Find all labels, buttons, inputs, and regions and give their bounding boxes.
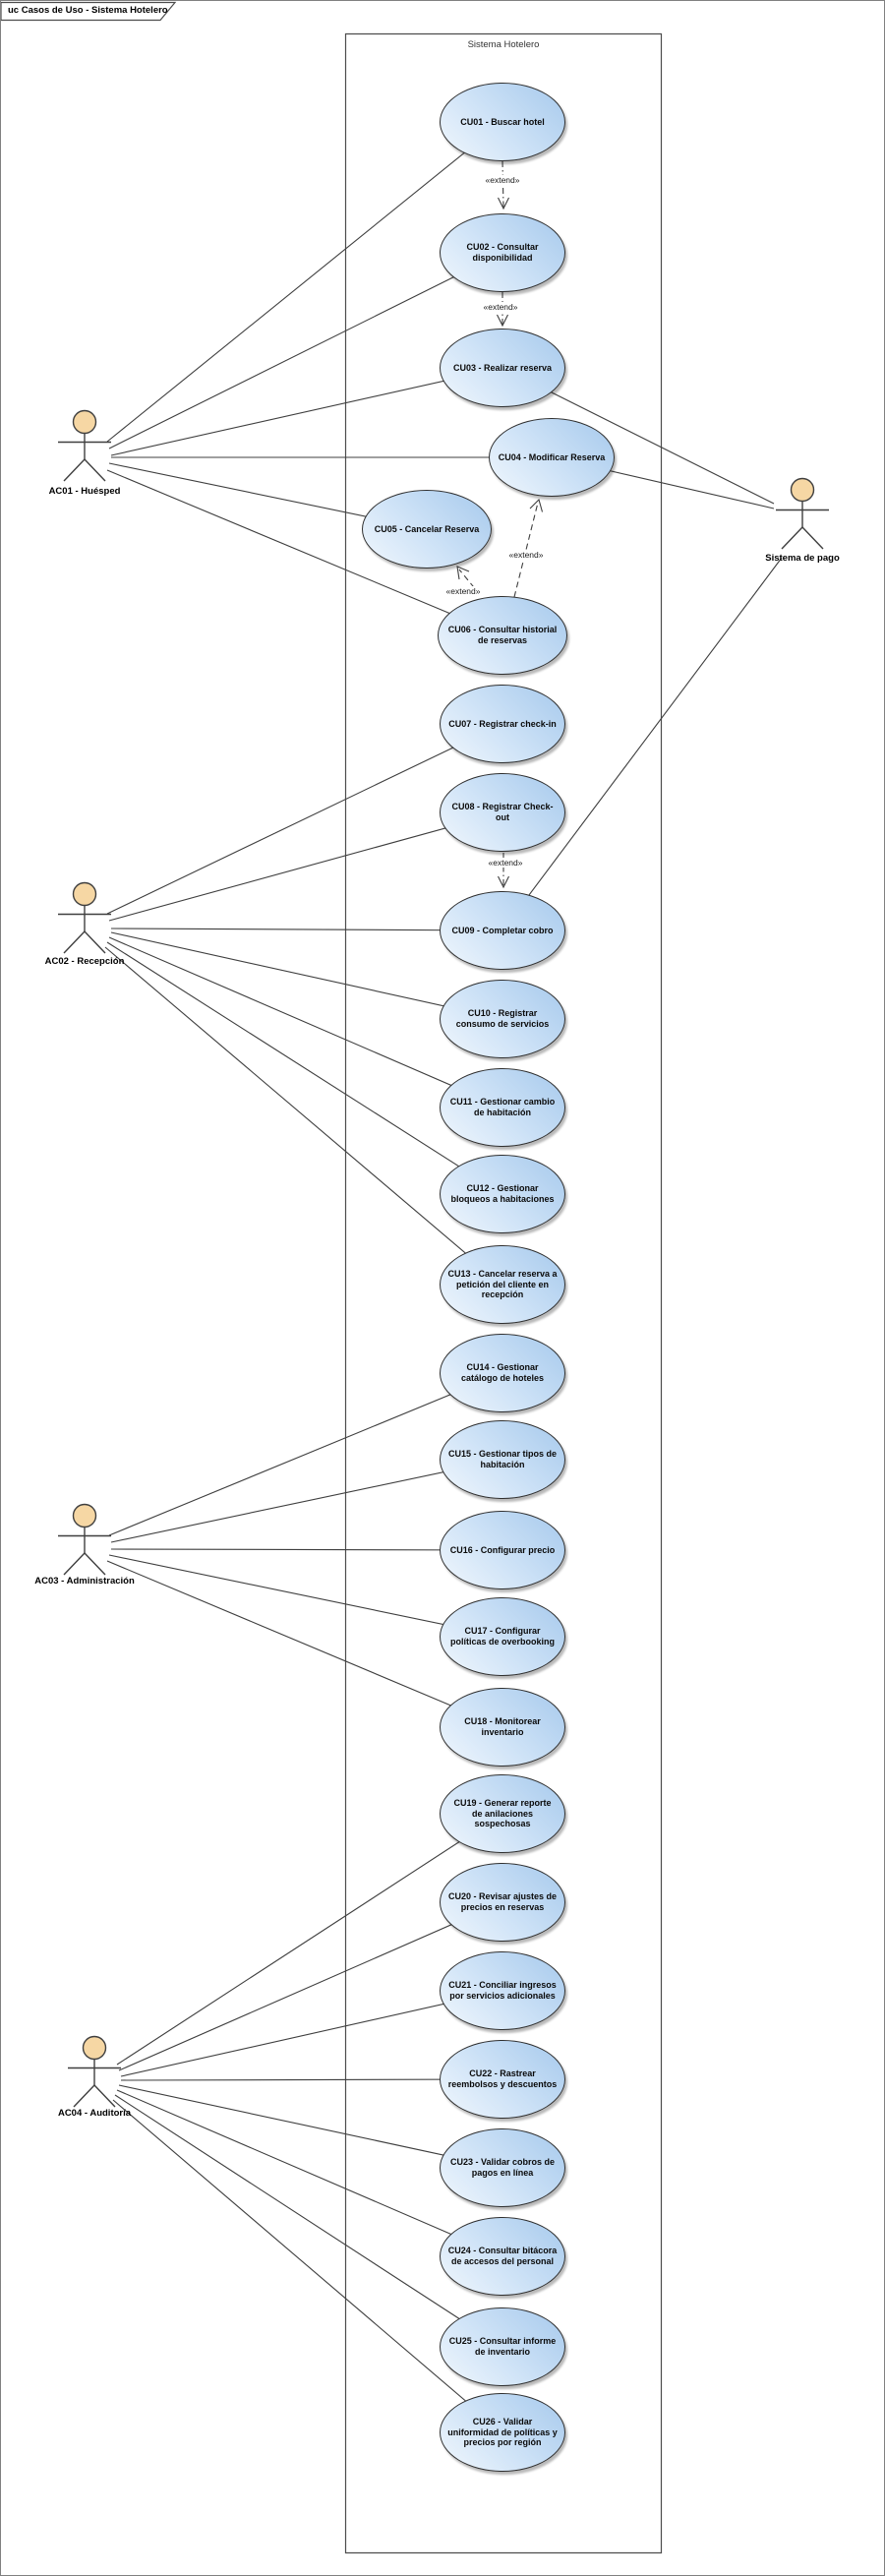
actor-figure-ac02-recepcion[interactable]	[57, 881, 112, 954]
usecase-label: CU19 - Generar reporte de anilaciones so…	[453, 1798, 552, 1829]
ac04-association-lines	[113, 1814, 502, 2432]
usecase-cu23-validar-cobros[interactable]: CU23 - Validar cobros de pagos en línea	[440, 2128, 565, 2207]
usecase-label: CU26 - Validar uniformidad de políticas …	[447, 2417, 558, 2448]
usecase-cu09-completar-cobro[interactable]: CU09 - Completar cobro	[440, 891, 565, 970]
usecase-label: CU02 - Consultar disponibilidad	[466, 242, 539, 263]
usecase-cu12-bloqueos-habitaciones[interactable]: CU12 - Gestionar bloqueos a habitaciones	[440, 1155, 565, 1233]
usecase-label: CU03 - Realizar reserva	[452, 362, 553, 373]
usecase-cu25-informe-inventario[interactable]: CU25 - Consultar informe de inventario	[440, 2307, 565, 2386]
usecase-cu05-cancelar-reserva[interactable]: CU05 - Cancelar Reserva	[362, 490, 492, 569]
usecase-label: CU11 - Gestionar cambio de habitación	[449, 1097, 556, 1117]
usecase-cu17-politicas-overbooking[interactable]: CU17 - Configurar políticas de overbooki…	[440, 1597, 565, 1676]
usecase-cu01-buscar-hotel[interactable]: CU01 - Buscar hotel	[440, 83, 565, 161]
usecase-cu03-realizar-reserva[interactable]: CU03 - Realizar reserva	[440, 329, 565, 407]
extend-label-cu01-cu02: «extend»	[483, 175, 522, 185]
usecase-cu13-cancelar-reserva-recepcion[interactable]: CU13 - Cancelar reserva a petición del c…	[440, 1245, 565, 1324]
usecase-label: CU05 - Cancelar Reserva	[374, 523, 480, 534]
usecase-cu04-modificar-reserva[interactable]: CU04 - Modificar Reserva	[489, 418, 615, 497]
ac03-association-lines	[107, 1373, 502, 1727]
ac01-association-lines	[107, 122, 552, 635]
usecase-label: CU06 - Consultar historial de reservas	[447, 625, 558, 645]
usecase-cu26-uniformidad-politicas[interactable]: CU26 - Validar uniformidad de políticas …	[440, 2393, 565, 2472]
usecase-label: CU15 - Gestionar tipos de habitación	[447, 1449, 558, 1469]
usecase-label: CU24 - Consultar bitácora de accesos del…	[447, 2246, 558, 2266]
usecase-cu24-bitacora-accesos[interactable]: CU24 - Consultar bitácora de accesos del…	[440, 2217, 565, 2296]
frame-title-tab	[1, 3, 175, 21]
usecase-label: CU20 - Revisar ajustes de precios en res…	[447, 1891, 558, 1912]
actor-label-ac01: AC01 - Huésped	[48, 486, 121, 497]
usecase-cu10-registrar-consumo[interactable]: CU10 - Registrar consumo de servicios	[440, 980, 565, 1058]
usecase-cu21-conciliar-ingresos[interactable]: CU21 - Conciliar ingresos por servicios …	[440, 1951, 565, 2030]
usecase-label: CU14 - Gestionar catálogo de hoteles	[460, 1362, 545, 1383]
usecase-label: CU10 - Registrar consumo de servicios	[455, 1008, 550, 1029]
usecase-label: CU01 - Buscar hotel	[460, 116, 545, 127]
usecase-label: CU21 - Conciliar ingresos por servicios …	[448, 1980, 557, 2001]
extend-label-cu08-cu09: «extend»	[486, 858, 525, 868]
usecase-cu02-consultar-disponibilidad[interactable]: CU02 - Consultar disponibilidad	[440, 213, 565, 292]
actor-label-ac04: AC04 - Auditoría	[57, 2108, 132, 2119]
ac02-association-lines	[105, 724, 502, 1285]
actor-label-sistema-de-pago: Sistema de pago	[765, 553, 840, 564]
actor-figure-ac04-auditoria[interactable]	[67, 2035, 122, 2108]
usecase-cu20-ajustes-precios[interactable]: CU20 - Revisar ajustes de precios en res…	[440, 1863, 565, 1942]
usecase-label: CU04 - Modificar Reserva	[498, 451, 606, 462]
usecase-label: CU07 - Registrar check-in	[448, 718, 557, 729]
extend-label-cu02-cu03: «extend»	[481, 302, 520, 312]
usecase-label: CU09 - Completar cobro	[451, 925, 554, 935]
actor-figure-ac01-huesped[interactable]	[57, 409, 112, 482]
usecase-label: CU22 - Rastrear reembolsos y descuentos	[447, 2068, 558, 2089]
usecase-cu15-tipos-habitacion[interactable]: CU15 - Gestionar tipos de habitación	[440, 1420, 565, 1499]
usecase-label: CU16 - Configurar precio	[449, 1544, 556, 1555]
usecase-label: CU18 - Monitorear inventario	[464, 1716, 541, 1737]
usecase-cu11-cambio-habitacion[interactable]: CU11 - Gestionar cambio de habitación	[440, 1068, 565, 1147]
usecase-label: CU25 - Consultar informe de inventario	[448, 2336, 557, 2357]
usecase-cu18-monitorear-inventario[interactable]: CU18 - Monitorear inventario	[440, 1688, 565, 1767]
usecase-cu07-registrar-check-in[interactable]: CU07 - Registrar check-in	[440, 685, 565, 763]
usecase-cu19-reporte-anulaciones[interactable]: CU19 - Generar reporte de anilaciones so…	[440, 1774, 565, 1853]
usecase-label: CU17 - Configurar políticas de overbooki…	[449, 1626, 556, 1647]
usecase-label: CU12 - Gestionar bloqueos a habitaciones	[450, 1183, 555, 1204]
usecase-cu22-rastrear-reembolsos[interactable]: CU22 - Rastrear reembolsos y descuentos	[440, 2040, 565, 2119]
extend-label-cu06-cu04: «extend»	[506, 550, 546, 560]
actor-figure-sistema-de-pago[interactable]	[775, 477, 830, 550]
usecase-cu06-consultar-historial[interactable]: CU06 - Consultar historial de reservas	[438, 596, 567, 675]
usecase-label: CU08 - Registrar Check-out	[451, 802, 554, 822]
usecase-label: CU13 - Cancelar reserva a petición del c…	[447, 1269, 558, 1300]
system-boundary-label: Sistema Hotelero	[467, 39, 540, 50]
usecase-cu14-catalogo-hoteles[interactable]: CU14 - Gestionar catálogo de hoteles	[440, 1334, 565, 1412]
usecase-label: CU23 - Validar cobros de pagos en línea	[449, 2157, 556, 2178]
actor-label-ac03: AC03 - Administración	[34, 1576, 135, 1587]
diagram-title: uc Casos de Uso - Sistema Hotelero	[8, 5, 168, 16]
actor-figure-ac03-administracion[interactable]	[57, 1503, 112, 1576]
extend-label-cu06-cu05: «extend»	[443, 586, 483, 596]
usecase-cu16-configurar-precio[interactable]: CU16 - Configurar precio	[440, 1511, 565, 1589]
actor-label-ac02: AC02 - Recepción	[44, 956, 125, 967]
usecase-cu08-registrar-check-out[interactable]: CU08 - Registrar Check-out	[440, 773, 565, 852]
